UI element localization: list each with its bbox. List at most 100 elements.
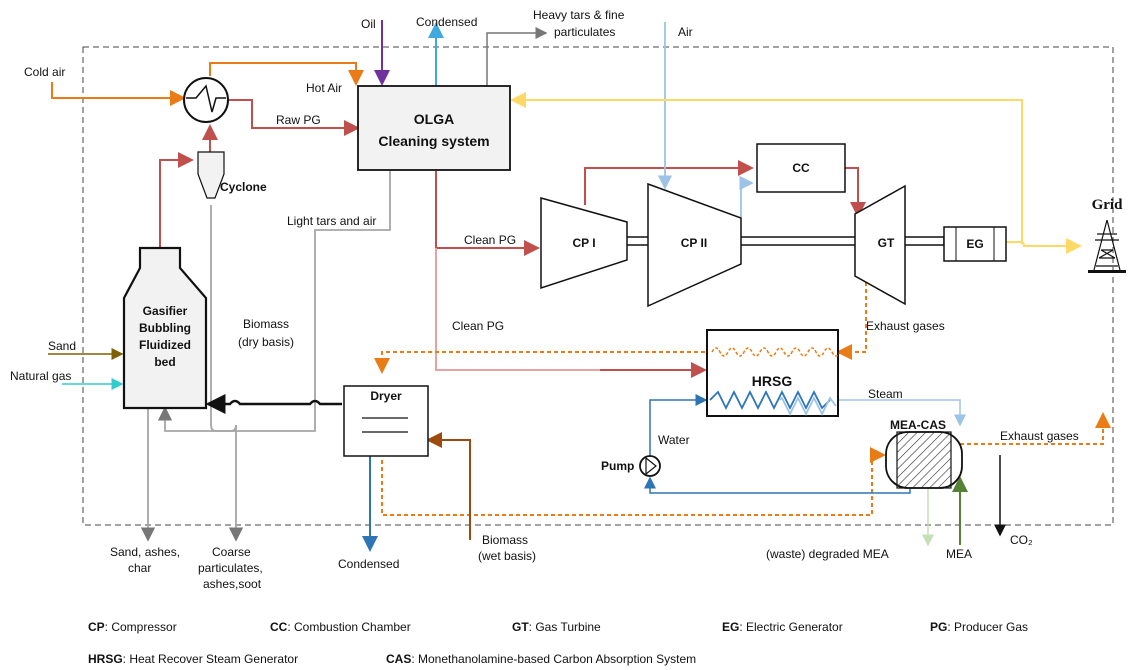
legend-eg: EG: Electric Generator [722, 620, 843, 634]
cold-air-label: Cold air [24, 65, 65, 79]
legend-hrsg: HRSG: Heat Recover Steam Generator [88, 652, 298, 666]
combustion-chamber: CC [756, 143, 846, 193]
cc-label: CC [792, 161, 810, 175]
olga-label-1: OLGA [414, 111, 454, 127]
cc-to-gt-line [845, 167, 866, 218]
dryer: Dryer [343, 385, 429, 457]
legend-desc: : Electric Generator [739, 620, 843, 634]
light-tars-line [157, 171, 391, 432]
air-label: Air [678, 25, 693, 39]
exhaust-dryer-to-cas-line [381, 447, 886, 516]
biomass-wet-line [426, 432, 471, 540]
hrsg: HRSG [706, 329, 841, 417]
compressor-2: CP II [647, 182, 742, 308]
natural-gas-label: Natural gas [10, 369, 71, 383]
water-label: Water [658, 433, 690, 447]
pump: Pump [601, 455, 661, 477]
mea-cas-label: MEA-CAS [890, 418, 946, 432]
exhaust-gases-out-label: Exhaust gases [1000, 429, 1079, 443]
oil-label: Oil [361, 17, 376, 31]
cp2-label: CP II [681, 236, 707, 250]
co2-label: CO₂ [1010, 533, 1033, 547]
coarse-label-2: particulates, [198, 561, 263, 575]
cp2-to-cc-line [739, 175, 754, 218]
electricity-to-olga-line [510, 92, 1023, 244]
gasifier-to-cyclone-line [159, 152, 194, 248]
exhaust-to-dryer-line [374, 351, 705, 374]
condensed-top-label: Condensed [416, 15, 477, 29]
olga-label-2: Cleaning system [378, 133, 489, 149]
mea-cas-column: MEA-CAS [885, 418, 963, 489]
legend-cas: CAS: Monethanolamine-based Carbon Absorp… [386, 652, 696, 666]
hot-air-label: Hot Air [306, 81, 342, 95]
water-return-line [644, 476, 911, 494]
legend-desc: : Gas Turbine [528, 620, 601, 634]
dryer-label: Dryer [370, 389, 402, 403]
legend-gt: GT: Gas Turbine [512, 620, 601, 634]
legend-pg: PG: Producer Gas [930, 620, 1028, 634]
gasifier-label-3: Fluidized [139, 338, 191, 352]
grid-tower-icon: Grid [1088, 197, 1126, 273]
exhaust-gt-line [836, 282, 867, 360]
cyclone-label: Cyclone [220, 180, 267, 194]
legend-abbr: PG [930, 620, 948, 634]
gas-turbine: GT [854, 184, 906, 306]
gasifier-label-1: Gasifier [143, 304, 188, 318]
sand-label: Sand [48, 339, 76, 353]
legend-abbr: GT [512, 620, 529, 634]
legend-abbr: CC [270, 620, 288, 634]
heat-exchanger [183, 77, 229, 123]
legend-desc: : Producer Gas [947, 620, 1029, 634]
raw-pg-line [226, 99, 360, 136]
legend-cp: CP: Compressor [88, 620, 177, 634]
gasifier-label-2: Bubbling [139, 321, 191, 335]
legend-cc: CC: Combustion Chamber [270, 620, 411, 634]
coarse-label-1: Coarse [212, 545, 251, 559]
light-tars-label: Light tars and air [287, 214, 376, 228]
sand-ashes-label-1: Sand, ashes, [110, 545, 180, 559]
biomass-dry-label-2: (dry basis) [238, 335, 294, 349]
biomass-dry-label-1: Biomass [243, 317, 289, 331]
legend-desc: : Compressor [104, 620, 177, 634]
exhaust-gases-gt-label: Exhaust gases [866, 319, 945, 333]
biomass-dry-line [205, 394, 342, 414]
system-boundary [82, 46, 1114, 526]
gt-label: GT [878, 236, 895, 250]
legend-abbr: CP [88, 620, 105, 634]
biomass-wet-label-2: (wet basis) [478, 549, 536, 563]
compressor-1: CP I [540, 197, 628, 290]
legend-abbr: EG [722, 620, 740, 634]
legend-desc: : Monethanolamine-based Carbon Absorptio… [411, 652, 697, 666]
exhaust-out-line [960, 412, 1111, 445]
olga-cleaning-system: OLGA Cleaning system [357, 85, 511, 171]
heavy-tars-label-2: particulates [554, 25, 615, 39]
cold-air-line [51, 82, 186, 106]
cyclone-solids-line [210, 205, 244, 542]
waste-mea-label: (waste) degraded MEA [766, 547, 889, 561]
clean-pg-label-2: Clean PG [452, 319, 504, 333]
hot-air-line [209, 62, 364, 86]
cyclone: Cyclone [197, 151, 267, 199]
cp1-label: CP I [572, 236, 595, 250]
gasifier: Gasifier Bubbling Fluidized bed [122, 246, 208, 410]
pump-label: Pump [601, 459, 634, 473]
legend-desc: : Heat Recover Steam Generator [122, 652, 299, 666]
gasifier-label-4: bed [154, 355, 175, 369]
condensed-bottom-label: Condensed [338, 557, 399, 571]
legend-desc: : Combustion Chamber [287, 620, 411, 634]
mea-label: MEA [946, 547, 972, 561]
legend-abbr: HRSG [88, 652, 123, 666]
sand-ashes-label-2: char [128, 561, 151, 575]
electric-generator: EG [943, 226, 1007, 262]
raw-pg-label: Raw PG [276, 113, 321, 127]
steam-line [838, 399, 966, 427]
cp1-to-cc-line [584, 160, 754, 205]
heavy-tars-label-1: Heavy tars & fine [533, 8, 625, 22]
eg-label: EG [966, 237, 983, 251]
electricity-to-grid-line [1006, 238, 1082, 254]
coarse-label-3: ashes,soot [203, 577, 262, 591]
grid-label: Grid [1092, 197, 1123, 213]
clean-pg-label-1: Clean PG [464, 233, 516, 247]
heavy-tars-line [486, 27, 548, 87]
